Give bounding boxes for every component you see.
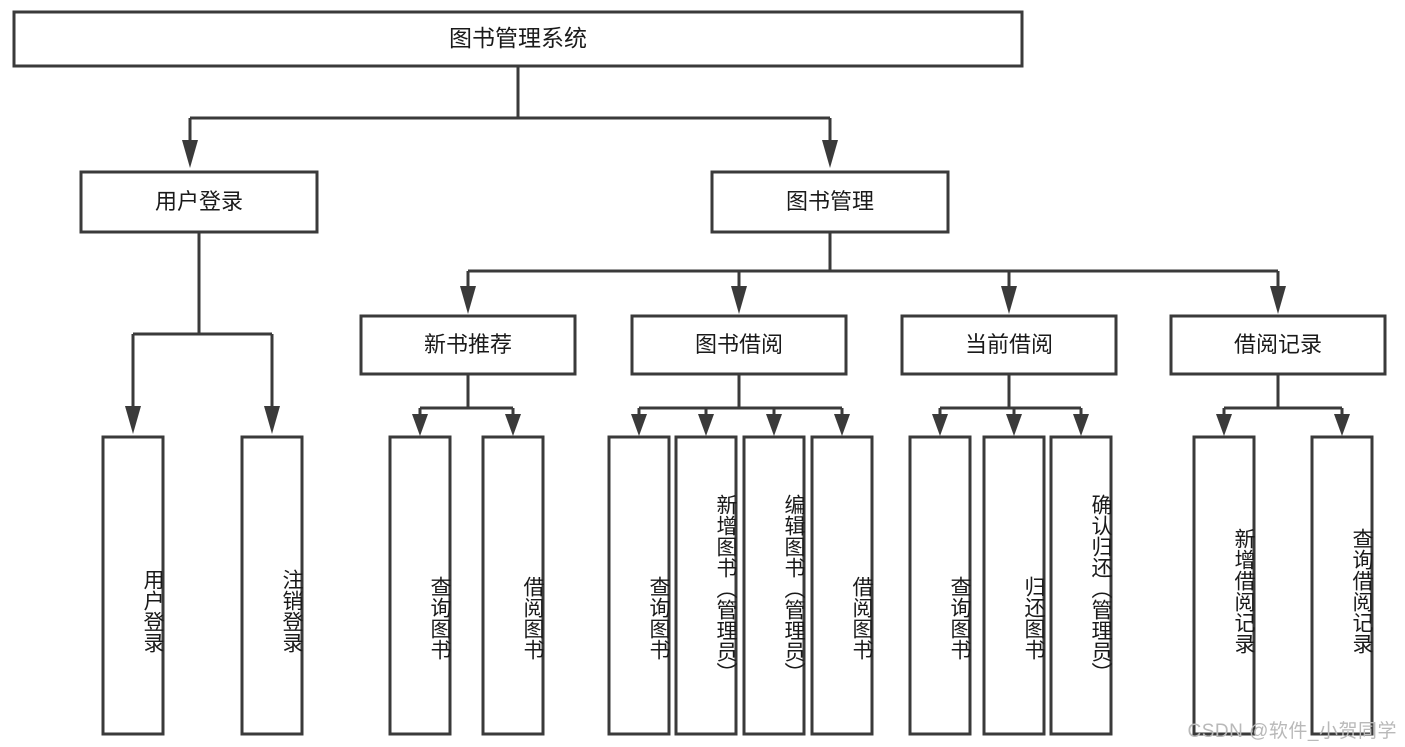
leaf-box-record-add-record[interactable] (1192, 435, 1256, 736)
leaf-box-borrow-borrow-book[interactable] (810, 435, 874, 736)
leaf-box-current-confirm-return[interactable] (1049, 435, 1113, 736)
connector-new-book-recommend-to-leaves (412, 374, 521, 436)
node-borrow-record-label: 借阅记录 (1234, 332, 1322, 357)
node-new-book-recommend-label: 新书推荐 (424, 332, 512, 357)
leaf-box-borrow-query-book[interactable] (607, 435, 671, 736)
node-user-login[interactable]: 用户登录 (79, 170, 319, 234)
leaf-box-recommend-borrow-book[interactable] (481, 435, 545, 736)
leaf-box-user-login-logout[interactable] (240, 435, 304, 736)
node-new-book-recommend[interactable]: 新书推荐 (359, 314, 577, 376)
leaf-box-borrow-edit-book[interactable] (742, 435, 806, 736)
connector-book-borrow-to-leaves (631, 374, 850, 436)
node-book-borrow-label: 图书借阅 (695, 332, 783, 357)
node-borrow-record[interactable]: 借阅记录 (1169, 314, 1387, 376)
connector-borrow-record-to-leaves (1216, 374, 1350, 436)
connector-user-login-to-leaves (125, 232, 280, 434)
leaf-box-record-query-record[interactable] (1310, 435, 1374, 736)
node-book-borrow[interactable]: 图书借阅 (630, 314, 848, 376)
leaf-box-current-query-book[interactable] (908, 435, 972, 736)
node-root-system-label: 图书管理系统 (449, 25, 587, 51)
connector-book-management-to-level3 (460, 232, 1286, 314)
leaf-box-current-return-book[interactable] (982, 435, 1046, 736)
node-book-management-label: 图书管理 (786, 189, 874, 214)
node-current-borrow[interactable]: 当前借阅 (900, 314, 1118, 376)
leaf-box-borrow-add-book[interactable] (674, 435, 738, 736)
node-current-borrow-label: 当前借阅 (965, 332, 1053, 357)
leaf-box-recommend-query-book[interactable] (388, 435, 452, 736)
node-user-login-label: 用户登录 (155, 189, 243, 214)
connector-current-borrow-to-leaves (932, 374, 1089, 436)
node-root-system[interactable]: 图书管理系统 (12, 10, 1024, 68)
leaf-box-user-login-login[interactable] (101, 435, 165, 736)
node-book-management[interactable]: 图书管理 (710, 170, 950, 234)
connector-root-to-level2 (182, 66, 838, 168)
csdn-watermark: CSDN @软件_小贺同学 (1187, 721, 1397, 742)
